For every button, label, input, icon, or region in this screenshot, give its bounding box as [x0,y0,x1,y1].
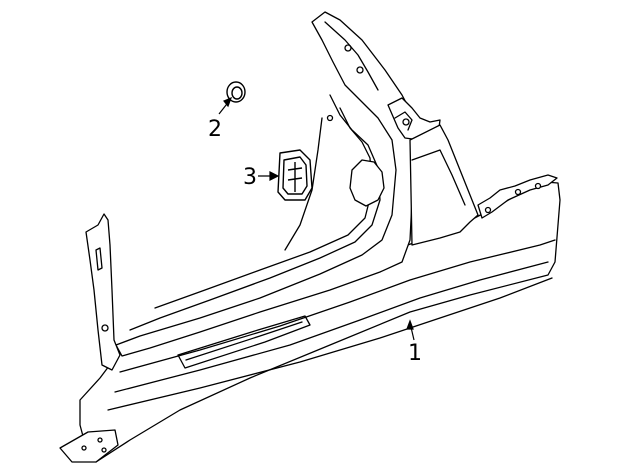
front-panel-edge [411,149,466,206]
hinge-hole [402,118,410,126]
sill-step-inner [185,321,303,361]
pillar-hole-3 [326,114,334,122]
leader-lines [218,96,415,341]
rear-flange-slot [95,247,103,271]
rear-flange-hole [101,324,109,332]
leader-2-arrow [223,96,233,108]
plug-inner [231,86,243,100]
rear-flange [85,213,121,371]
rocker-crease-3 [107,277,553,411]
rocker-crease-2 [114,261,549,393]
callout-1: 1 [408,341,422,366]
leader-1-arrow [406,319,414,330]
housing-part [277,149,313,201]
callout-2: 2 [208,117,222,142]
side-panel-assembly [59,11,561,463]
wheel-arch [349,159,385,207]
bracket-hole-1 [81,445,87,451]
bracket-hole-3 [101,447,107,453]
flange-hole-3 [484,206,492,214]
sill-step [177,315,311,369]
rocker-body [79,181,561,463]
pillar-hole-1 [344,44,352,52]
hinge-detail [394,111,413,131]
leader-3-arrow [269,171,280,181]
callout-3: 3 [243,165,257,190]
bracket-hole-2 [97,437,103,443]
hinge-bracket [387,97,441,141]
flange-hole-2 [534,182,542,190]
plug-part [226,81,246,103]
pillar-inner-2 [154,107,373,309]
pillar-top-detail [324,21,379,91]
pillar-edge [284,117,323,251]
housing-rib [287,162,303,192]
lower-bracket [59,429,119,463]
pillar-hole-2 [356,66,364,74]
flange-hole-1 [514,188,522,196]
rocker-crease-1 [119,239,556,373]
